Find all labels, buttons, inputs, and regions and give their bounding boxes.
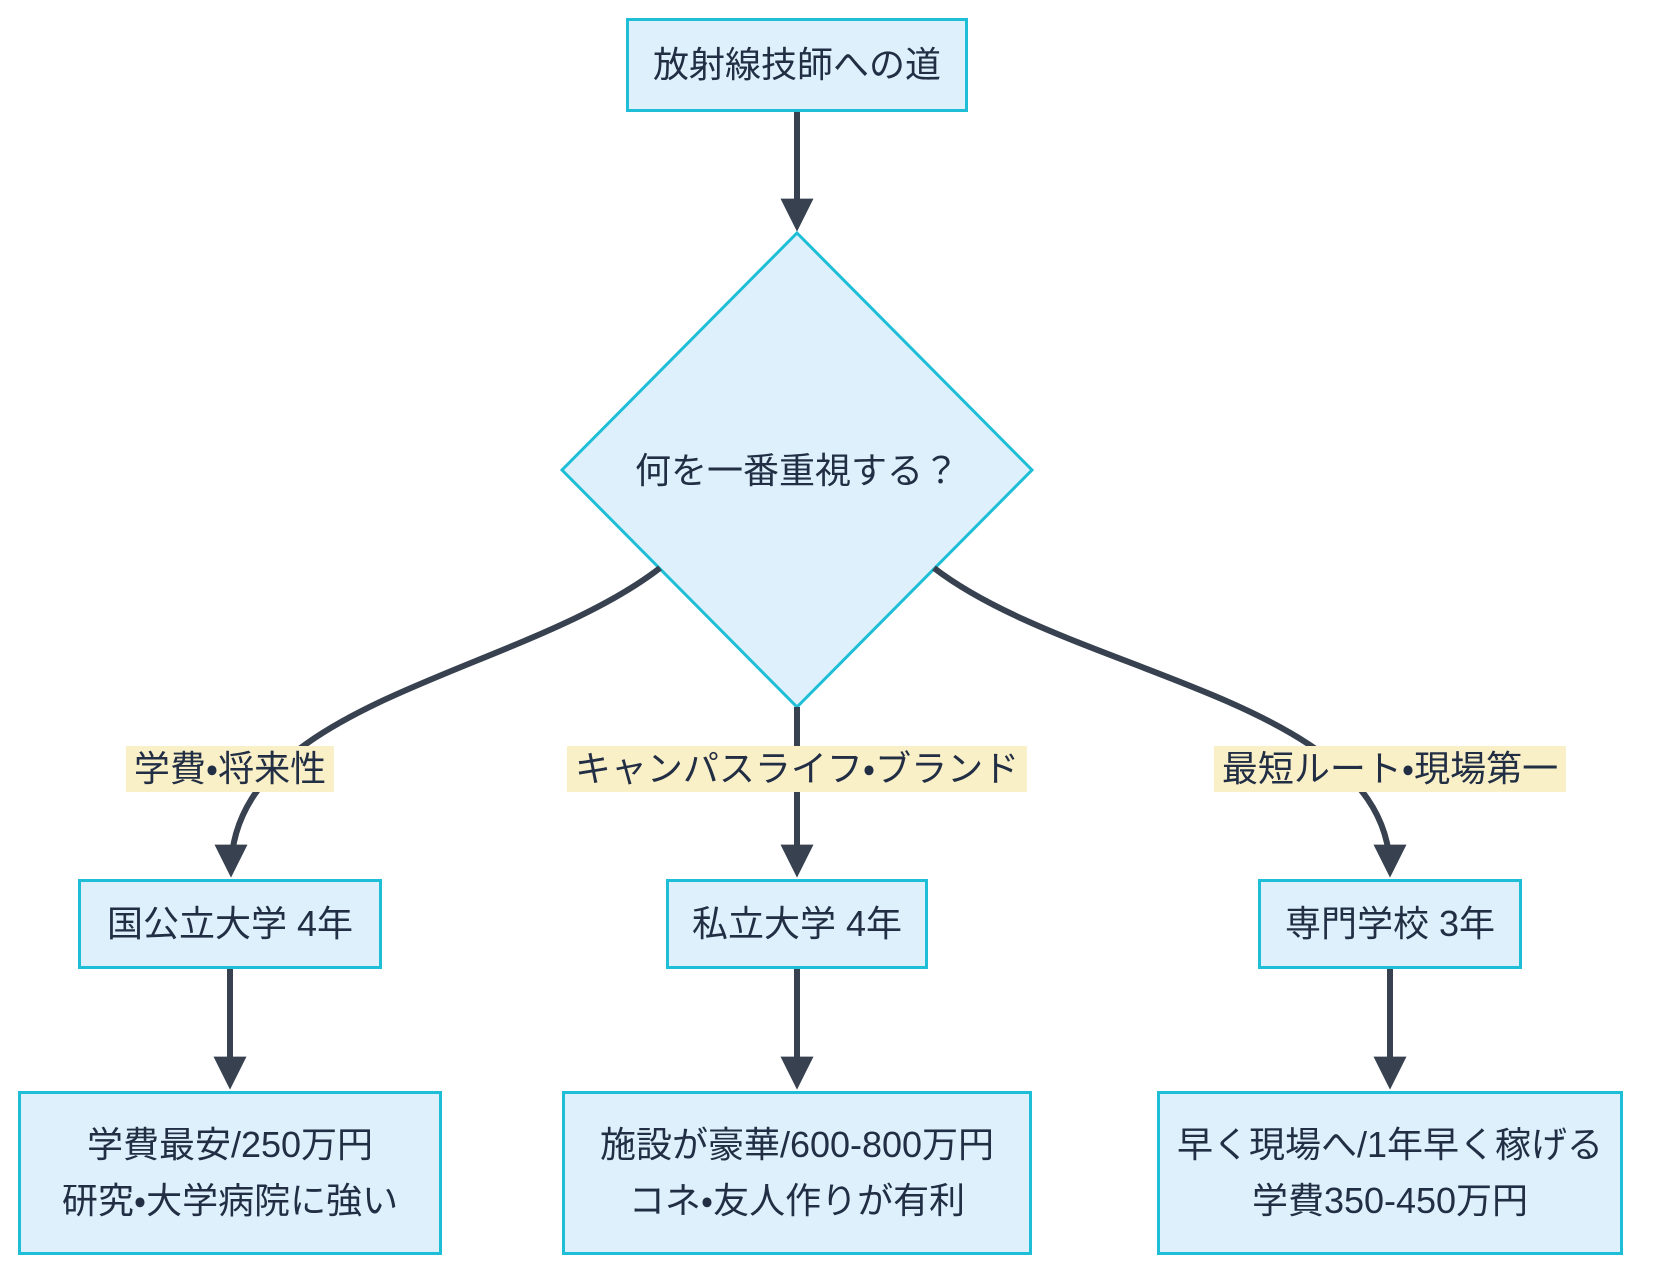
node-private-university: 私立大学 4年 (666, 879, 928, 969)
outcome-national-line-1: 学費最安/250万円 (86, 1124, 374, 1166)
outcome-private-line-1: 施設が豪華/600-800万円 (599, 1124, 995, 1166)
node-start-label: 放射線技師への道 (652, 44, 941, 86)
edge-decision-to-vocational (932, 565, 1407, 878)
node-outcome-vocational: 早く現場へ/1年早く稼げる 学費350-450万円 (1157, 1091, 1623, 1255)
node-outcome-national: 学費最安/250万円 研究・大学病院に強い (18, 1091, 442, 1255)
node-start: 放射線技師への道 (626, 18, 968, 112)
outcome-vocational-line-1: 早く現場へ/1年早く稼げる (1176, 1124, 1604, 1166)
edge-label-tuition-future: 学費・将来性 (125, 746, 335, 792)
edge-label-campus-brand: キャンパスライフ・ブランド (566, 746, 1028, 792)
outcome-national-line-2: 研究・大学病院に強い (61, 1180, 399, 1221)
node-decision-label: 何を一番重視する？ (634, 450, 959, 491)
node-private-university-label: 私立大学 4年 (691, 903, 903, 945)
node-outcome-private: 施設が豪華/600-800万円 コネ・友人作りが有利 (562, 1091, 1032, 1255)
outcome-private-line-2: コネ・友人作りが有利 (628, 1180, 966, 1221)
node-vocational-school: 専門学校 3年 (1258, 879, 1522, 969)
node-national-university: 国公立大学 4年 (78, 879, 382, 969)
edge-label-shortest-route: 最短ルート・現場第一 (1213, 746, 1567, 792)
edge-decision-to-national (214, 565, 662, 878)
outcome-vocational-line-2: 学費350-450万円 (1251, 1180, 1529, 1221)
node-national-university-label: 国公立大学 4年 (106, 903, 354, 945)
node-vocational-school-label: 専門学校 3年 (1284, 903, 1496, 945)
